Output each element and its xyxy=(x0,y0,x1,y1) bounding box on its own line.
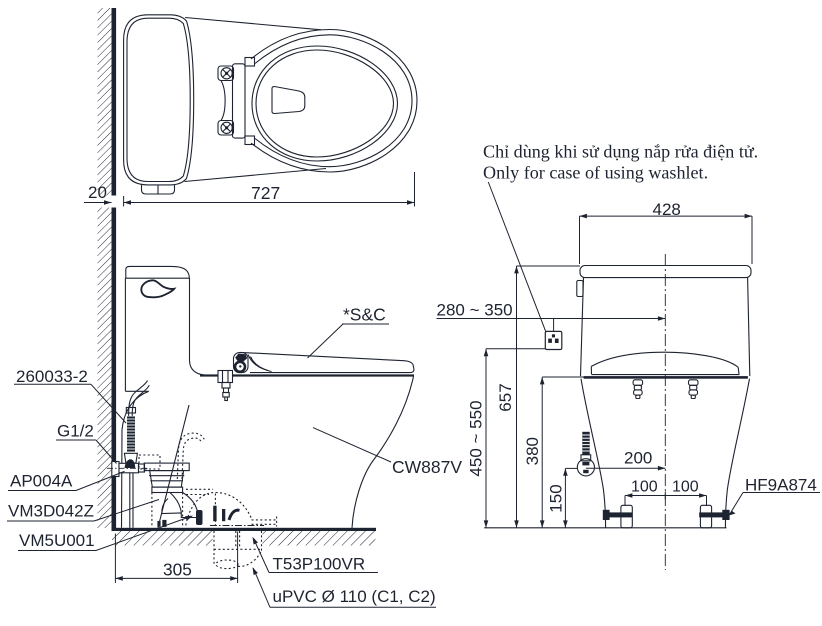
svg-text:100: 100 xyxy=(631,479,658,496)
svg-text:450 ~ 550: 450 ~ 550 xyxy=(467,400,486,476)
svg-text:380: 380 xyxy=(523,437,542,465)
svg-text:uPVC Ø 110 (C1, C2): uPVC Ø 110 (C1, C2) xyxy=(273,587,436,606)
svg-text:100: 100 xyxy=(672,479,699,496)
svg-text:CW887V: CW887V xyxy=(392,457,462,477)
svg-text:T53P100VR: T53P100VR xyxy=(273,555,366,574)
svg-text:20: 20 xyxy=(88,183,107,202)
svg-text:Only for case of using washlet: Only for case of using washlet. xyxy=(483,163,708,183)
svg-text:*S&C: *S&C xyxy=(343,305,386,325)
svg-text:VM5U001: VM5U001 xyxy=(19,531,95,550)
svg-text:Chỉ dùng khi sử dụng nắp rửa đ: Chỉ dùng khi sử dụng nắp rửa điện tử. xyxy=(483,142,758,162)
svg-text:VM3D042Z: VM3D042Z xyxy=(8,502,94,521)
svg-text:150: 150 xyxy=(547,484,566,512)
svg-text:AP004A: AP004A xyxy=(10,471,73,490)
svg-text:727: 727 xyxy=(251,183,280,203)
svg-text:428: 428 xyxy=(653,200,681,219)
svg-text:280 ~ 350: 280 ~ 350 xyxy=(437,301,513,320)
svg-text:260033-2: 260033-2 xyxy=(16,367,88,386)
svg-text:657: 657 xyxy=(496,383,515,411)
svg-text:HF9A874: HF9A874 xyxy=(745,476,817,495)
svg-text:200: 200 xyxy=(624,449,652,468)
svg-text:G1/2: G1/2 xyxy=(57,422,94,441)
svg-text:305: 305 xyxy=(163,559,192,579)
